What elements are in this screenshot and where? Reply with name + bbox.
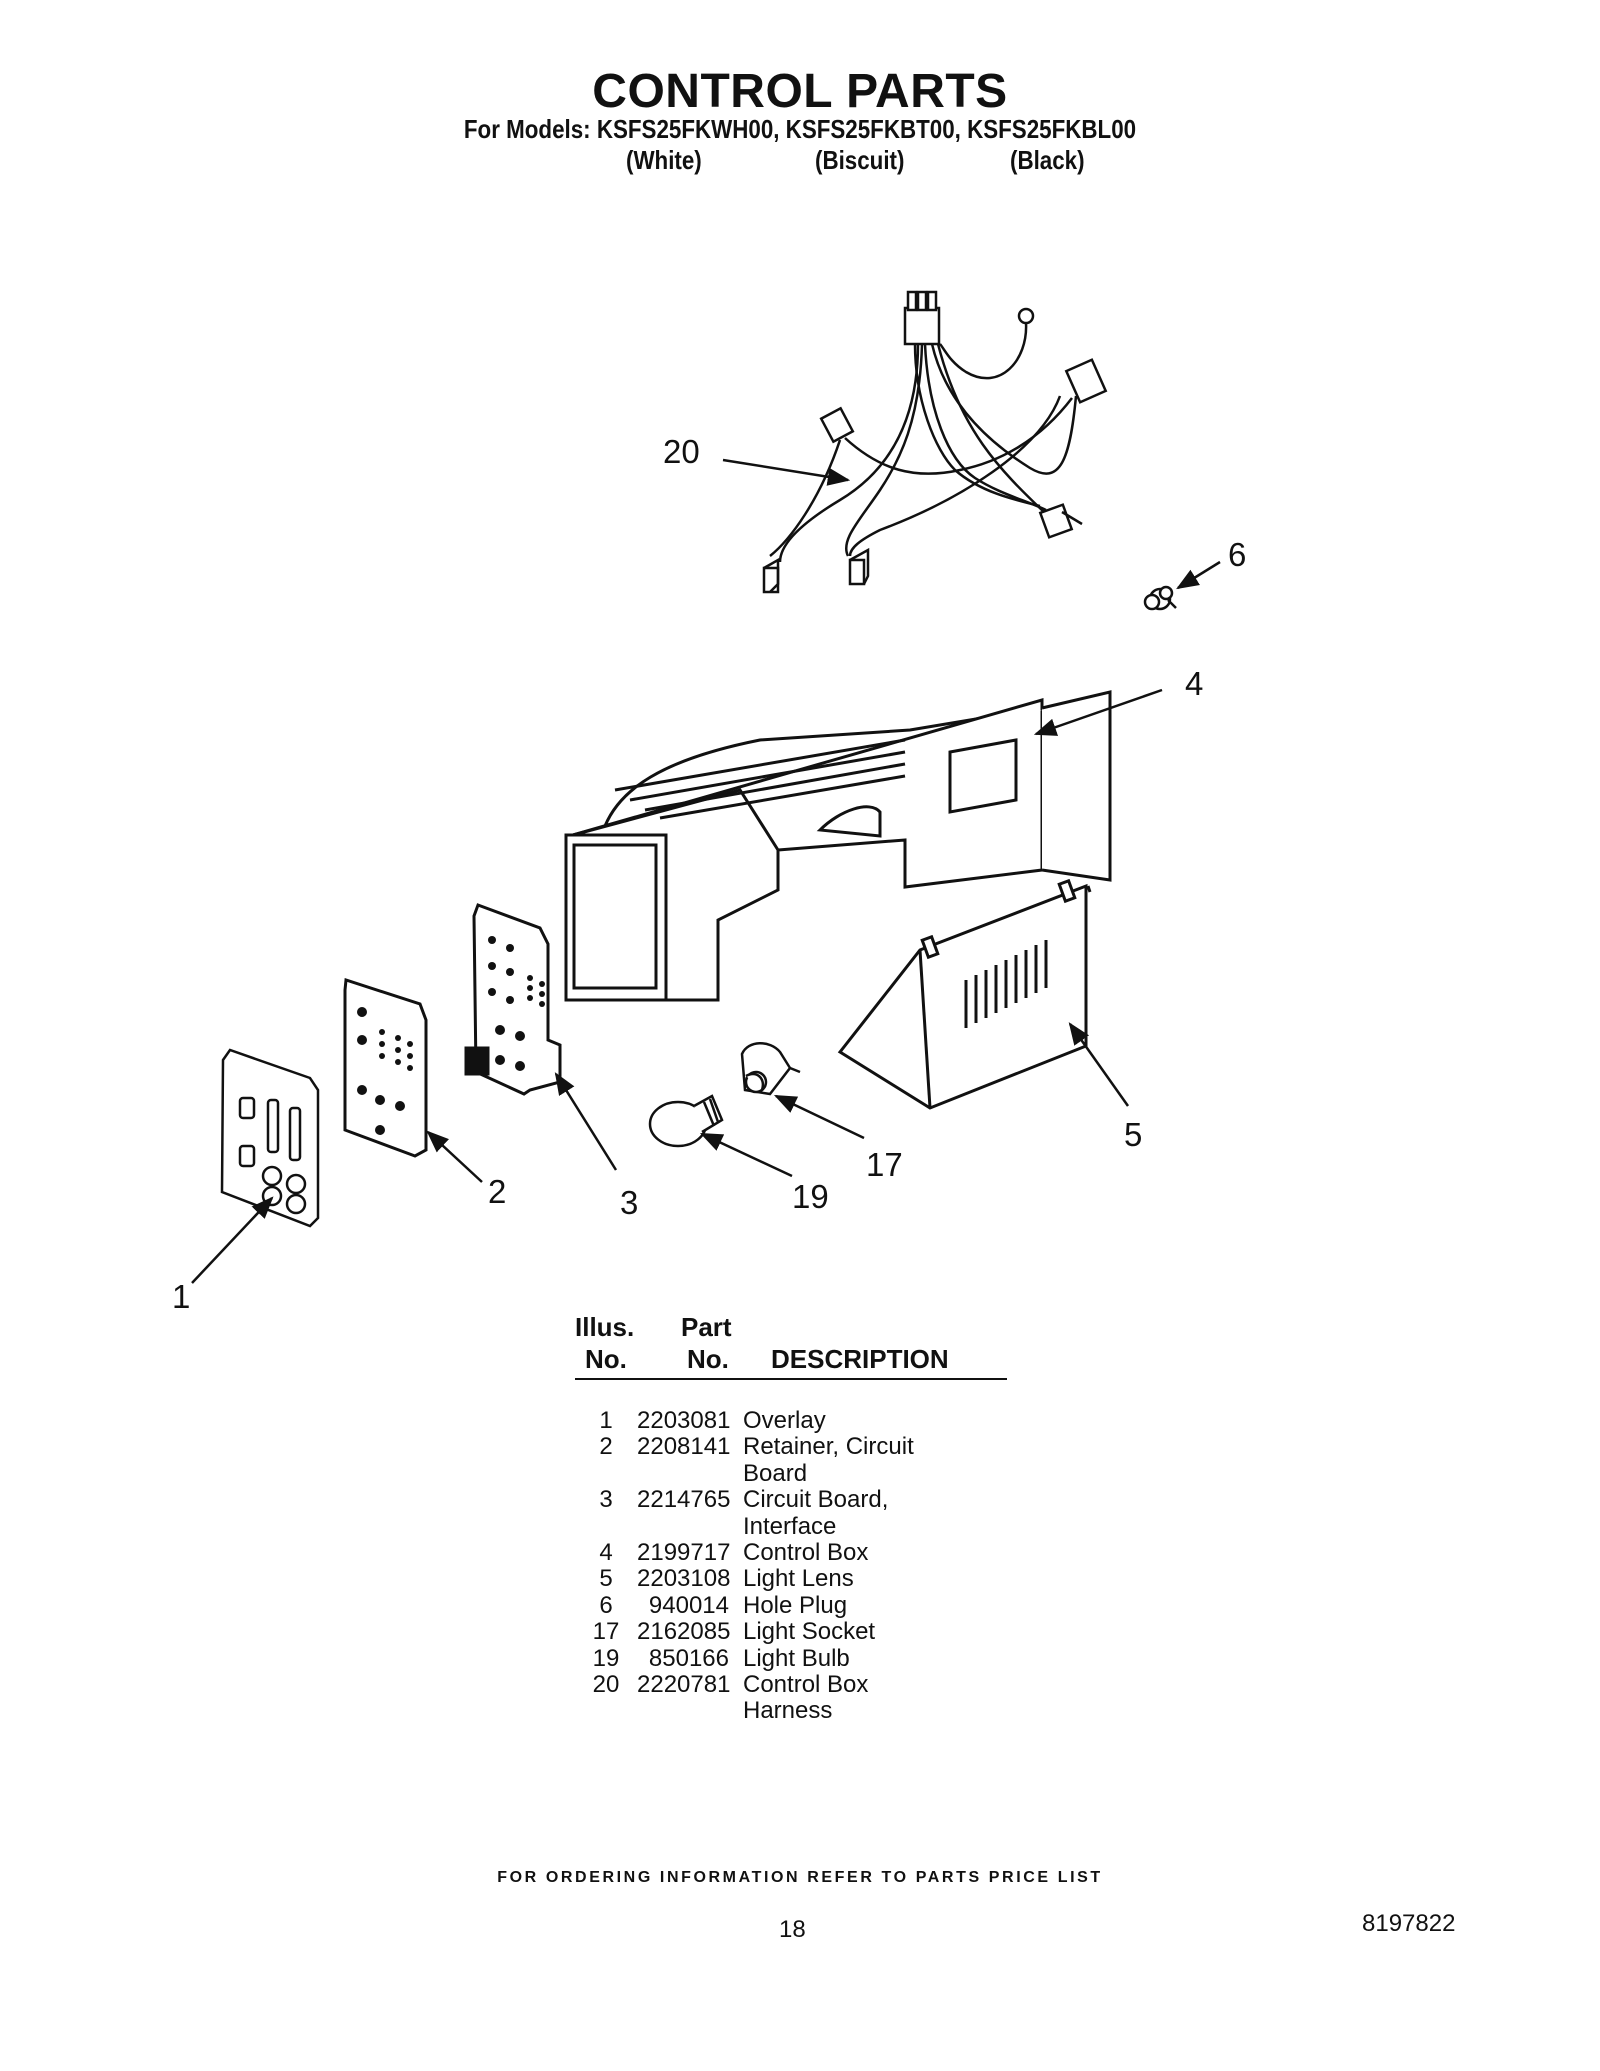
table-row: 17 2162085 Light Socket: [575, 1618, 1007, 1646]
callout-20: 20: [663, 433, 700, 470]
description: Light Bulb: [743, 1644, 850, 1672]
description: Overlay: [743, 1407, 826, 1434]
col-header-part-no: No.: [687, 1344, 729, 1374]
part-no: 2220781: [637, 1671, 731, 1699]
table-row: 2 2208141 Retainer, Circuit Board: [575, 1434, 1007, 1487]
table-row: 1 2203081 Overlay: [575, 1407, 1007, 1434]
part-no: 2214765: [637, 1486, 731, 1514]
retainer-circuit-board: [343, 977, 428, 1158]
col-header-illus-no: No.: [585, 1344, 627, 1374]
control-box: [564, 690, 1112, 1002]
part-no: 2162085: [637, 1618, 731, 1646]
col-header-part: Part: [681, 1312, 732, 1342]
table-row: 20 2220781 Control Box Harness: [575, 1671, 1007, 1725]
table-row: 3 2214765 Circuit Board, Interface: [575, 1487, 1007, 1540]
col-header-description: DESCRIPTION: [771, 1344, 949, 1374]
exploded-parts-diagram: 20 6 4 5 17 19 3 2 1: [172, 290, 1246, 1315]
callout-3: 3: [620, 1184, 638, 1221]
light-socket: [740, 1042, 801, 1096]
illus-no: 5: [599, 1565, 613, 1593]
table-row: 19 850166 Light Bulb: [575, 1644, 1007, 1672]
overlay: [220, 1048, 320, 1228]
illus-no: 19: [592, 1644, 620, 1672]
part-no: 2203108: [637, 1565, 731, 1593]
parts-rows: 1 2203081 Overlay 2 2208141 Retainer, Circui…: [575, 1407, 1007, 1725]
description: Hole Plug: [743, 1591, 848, 1619]
description: Retainer, Circuit Board: [743, 1433, 914, 1487]
part-no: 2199717: [637, 1539, 731, 1567]
table-row: 6 940014 Hole Plug: [575, 1591, 1007, 1619]
interface-circuit-board: [464, 903, 562, 1096]
illus-no: 1: [599, 1407, 613, 1434]
illus-no: 20: [592, 1671, 620, 1699]
part-no: 850166: [648, 1644, 729, 1672]
callout-5: 5: [1124, 1116, 1142, 1153]
ordering-info: FOR ORDERING INFORMATION REFER TO PARTS …: [497, 1869, 1103, 1886]
light-lens: [837, 878, 1092, 1110]
variant-biscuit: (Biscuit): [815, 145, 905, 175]
part-no: 2208141: [637, 1433, 731, 1461]
description: Light Socket: [743, 1618, 876, 1646]
callout-17: 17: [866, 1146, 903, 1183]
interface-board-components: [488, 936, 545, 1071]
col-header-illus: Illus.: [575, 1312, 635, 1342]
hole-plug: [1143, 585, 1177, 611]
callout-6: 6: [1228, 536, 1246, 573]
retainer-board-holes: [357, 1007, 413, 1135]
callout-2: 2: [488, 1173, 506, 1210]
illus-no: 4: [599, 1539, 613, 1567]
light-lens-vents: [964, 940, 1048, 1028]
illus-no: 17: [592, 1618, 620, 1646]
table-row: 4 2199717 Control Box: [575, 1539, 1007, 1567]
description: Circuit Board, Interface: [743, 1486, 889, 1540]
description: Control Box: [743, 1539, 869, 1567]
variant-black: (Black): [1010, 145, 1085, 175]
control-box-harness: [762, 290, 1108, 594]
description: Light Lens: [743, 1565, 854, 1593]
leader-lines: [191, 458, 1221, 1284]
illus-no: 3: [599, 1486, 613, 1514]
part-no: 2203081: [637, 1407, 731, 1434]
illus-no: 2: [599, 1433, 613, 1461]
callout-1: 1: [172, 1278, 190, 1315]
illus-no: 6: [599, 1591, 613, 1619]
callout-19: 19: [792, 1178, 829, 1215]
header-rule: [575, 1378, 1007, 1380]
description: Control Box Harness: [743, 1671, 869, 1725]
table-row: 5 2203108 Light Lens: [575, 1565, 1007, 1593]
page-number: 18: [779, 1916, 806, 1943]
variant-white: (White): [626, 145, 702, 175]
document-number: 8197822: [1362, 1910, 1456, 1937]
light-bulb: [648, 1094, 724, 1148]
model-numbers: For Models: KSFS25FKWH00, KSFS25FKBT00, …: [463, 114, 1137, 144]
part-no: 940014: [648, 1591, 729, 1619]
callout-4: 4: [1185, 665, 1203, 702]
page-title: CONTROL PARTS: [592, 65, 1008, 118]
